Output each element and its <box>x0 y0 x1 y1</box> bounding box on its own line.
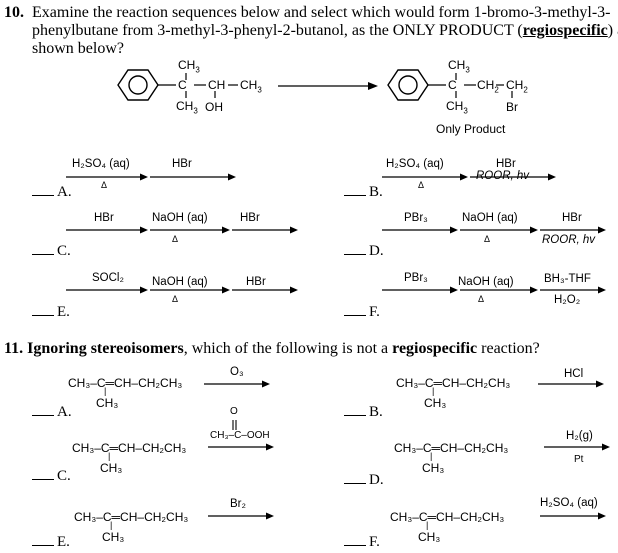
benzene-ring-start <box>117 69 159 101</box>
q11-e-alkene: CH₃–C═CH–CH₂CH₃ <box>74 510 189 524</box>
only-product-label: Only Product <box>436 122 506 136</box>
q10-f-heat: Δ <box>478 294 485 304</box>
q11-e-branch-bond: | <box>110 520 113 530</box>
q10-d-heat: Δ <box>484 234 491 244</box>
q11-b-alkene: CH₃–C═CH–CH₂CH₃ <box>396 376 511 390</box>
q11-b-branch: CH₃ <box>424 396 447 410</box>
q11-c-reagent: CH₃–C–OOH <box>210 430 270 441</box>
regiospecific-term: regiospecific <box>522 22 608 39</box>
q10-d-reagent-2: NaOH (aq) <box>462 212 518 224</box>
q11-e-reagent: Br₂ <box>230 498 246 510</box>
product-top-ch3: CH3 <box>448 58 470 75</box>
q10-option-f[interactable]: F. <box>344 303 380 321</box>
q11-f-branch-bond: | <box>426 520 429 530</box>
q11-f-branch: CH₃ <box>418 530 441 544</box>
q11-d-reagent: H₂(g) <box>566 430 593 442</box>
product-quaternary-c: C <box>448 78 457 92</box>
q11-c-branch: CH₃ <box>100 461 123 475</box>
start-bottom-ch3: CH3 <box>176 99 198 116</box>
q11-d-branch-bond: | <box>430 451 433 461</box>
q11-c-alkene: CH₃–C═CH–CH₂CH₃ <box>72 441 187 455</box>
q10-d-reagent-3: HBr <box>562 212 582 224</box>
q10-b-reagent-1: H₂SO₄ (aq) <box>386 158 444 170</box>
q11-option-f[interactable]: F. <box>344 533 380 551</box>
q11-option-c[interactable]: C. <box>32 467 71 485</box>
q10-option-a[interactable]: A. <box>32 183 72 201</box>
q11-option-b[interactable]: B. <box>344 403 383 421</box>
q11-option-d[interactable]: D. <box>344 471 384 489</box>
q11-b-reagent: HCl <box>564 368 584 380</box>
q10-line-1: Examine the reaction sequences below and… <box>32 4 611 21</box>
q11-a-branch-bond: | <box>104 386 107 396</box>
q10-c-reagent-3: HBr <box>240 212 260 224</box>
q10-b-reagent-2: HBr <box>496 158 516 170</box>
q11-e-branch: CH₃ <box>102 530 125 544</box>
q10-c-reagent-1: HBr <box>94 212 114 224</box>
q11-option-e[interactable]: E. <box>32 533 70 551</box>
q10-option-d[interactable]: D. <box>344 242 384 260</box>
start-ch: CH <box>208 78 226 92</box>
q10-d-reagent-4: ROOR, hv <box>542 234 596 246</box>
start-oh: OH <box>205 100 223 114</box>
product-br: Br <box>506 100 518 114</box>
q10-f-reagent-4: H₂O₂ <box>554 294 581 306</box>
q11-c-reagent-o: O <box>230 406 238 417</box>
q10-e-reagent-1: SOCl₂ <box>92 272 124 284</box>
q10-a-reagent-1: H₂SO₄ (aq) <box>72 158 130 170</box>
q11-d-reagent-2: Pt <box>574 454 584 465</box>
q10-b-reagent-3: ROOR, hv <box>476 170 530 182</box>
q10-f-reagent-3: BH₃-THF <box>544 273 591 285</box>
product-bottom-ch3: CH3 <box>446 99 468 116</box>
q10-e-heat: Δ <box>172 294 179 304</box>
q10-d-reagent-1: PBr₃ <box>404 212 428 224</box>
q10-line-2: phenylbutane from 3-methyl-3-phenyl-2-bu… <box>32 22 618 39</box>
q11-b-branch-bond: | <box>432 386 435 396</box>
q11-d-branch: CH₃ <box>422 461 445 475</box>
q10-b-heat: Δ <box>418 180 425 190</box>
q11-f-alkene: CH₃–C═CH–CH₂CH₃ <box>390 510 505 524</box>
q10-c-reagent-2: NaOH (aq) <box>152 212 208 224</box>
benzene-ring-product <box>387 69 429 101</box>
q10-option-e[interactable]: E. <box>32 303 70 321</box>
q10-option-b[interactable]: B. <box>344 183 383 201</box>
q10-a-heat: Δ <box>101 180 108 190</box>
q10-line-3: shown below? <box>32 40 124 57</box>
q11-a-branch: CH₃ <box>96 396 119 410</box>
q10-option-c[interactable]: C. <box>32 242 71 260</box>
product-ch2-a: CH2 <box>477 78 499 95</box>
q10-e-reagent-2: NaOH (aq) <box>152 276 208 288</box>
q11-c-branch-bond: | <box>108 451 111 461</box>
q11-a-reagent: O₃ <box>230 366 244 378</box>
q10-e-reagent-3: HBr <box>246 276 266 288</box>
q10-f-reagent-2: NaOH (aq) <box>458 276 514 288</box>
q10-c-heat: Δ <box>172 234 179 244</box>
start-top-ch3: CH3 <box>178 58 200 75</box>
start-ch3-end: CH3 <box>240 78 262 95</box>
q11-a-alkene: CH₃–C═CH–CH₂CH₃ <box>68 376 183 390</box>
product-ch2-b: CH2 <box>506 78 528 95</box>
q11-question: 11. Ignoring stereoisomers, which of the… <box>4 340 540 357</box>
q11-f-reagent: H₂SO₄ (aq) <box>540 497 598 509</box>
q10-f-reagent-1: PBr₃ <box>404 272 428 284</box>
q10-a-reagent-2: HBr <box>172 158 192 170</box>
q11-option-a[interactable]: A. <box>32 403 72 421</box>
q10-number: 10. <box>4 4 24 21</box>
q11-d-alkene: CH₃–C═CH–CH₂CH₃ <box>394 441 509 455</box>
start-quaternary-c: C <box>178 78 187 92</box>
